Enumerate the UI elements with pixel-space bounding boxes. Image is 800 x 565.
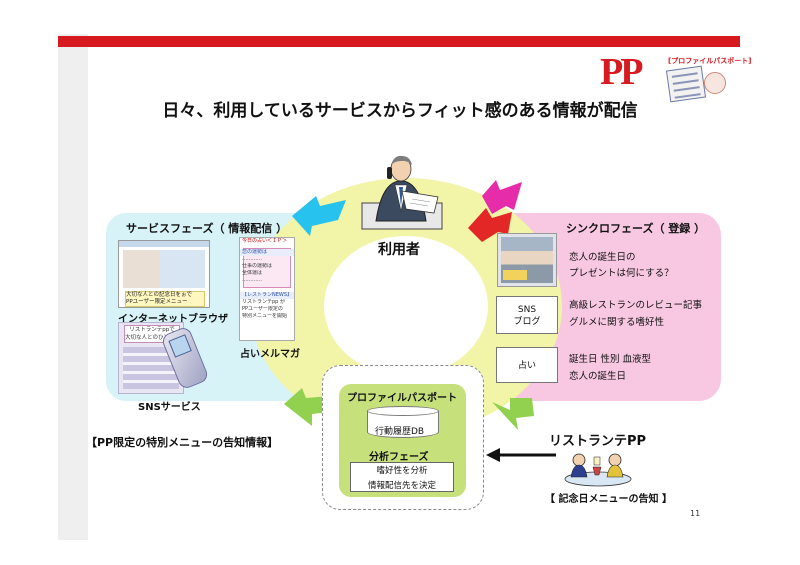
- sns-note-line: 大切な人とのひとときを: [125, 335, 186, 341]
- browser-caption-line: 大切な人との記念日をぉで: [126, 292, 192, 298]
- sync-row3-line: 恋人の誕生日: [569, 371, 627, 382]
- sns-blog-box: SNS ブログ: [496, 296, 558, 334]
- browser-screenshot: 大切な人との記念日をぉで PPユーザー限定メニュー: [118, 240, 210, 308]
- mag-line: PPユーザー限定の: [242, 306, 283, 312]
- user-label: 利用者: [378, 242, 420, 258]
- sync-photo: [497, 233, 557, 287]
- green-arrow-right-icon: [492, 398, 534, 430]
- sync-row2-line: グルメに関する嗜好性: [569, 317, 665, 328]
- page-number: 11: [690, 509, 701, 518]
- browser-label: インターネットブラウザ: [118, 314, 228, 325]
- user-businessman-icon: [361, 155, 443, 230]
- round-stamp-icon: [704, 72, 726, 94]
- analysis-line: 情報配信先を決定: [367, 481, 436, 491]
- mag-line: リストランテpp が: [242, 299, 285, 305]
- green-arrow-left-icon: [284, 388, 330, 426]
- top-red-bar: [58, 36, 740, 47]
- logo-subtitle: [プロファイルパスポート]: [668, 57, 752, 65]
- cyan-arrow-icon: [292, 196, 346, 236]
- analysis-phase-title: 分析フェーズ: [369, 452, 429, 463]
- sns-service-label: SNSサービス: [138, 402, 201, 413]
- fortune-box: 占い: [496, 347, 558, 383]
- sns-box-line: SNS: [517, 305, 537, 315]
- mag-line: …………: [242, 277, 262, 283]
- special-menu-notice: 【PP限定の特別メニューの告知情報】: [86, 436, 279, 449]
- database-icon: [367, 406, 439, 440]
- sync-row1-line: 恋人の誕生日の: [569, 252, 636, 263]
- sync-row2-line: 高級レストランのレビュー記事: [569, 300, 703, 311]
- sync-row3-line: 誕生日 性別 血液型: [569, 354, 652, 365]
- mag-line: 今日の占い＜ＩＰ＞: [242, 238, 288, 244]
- mag-line: …………: [242, 256, 262, 262]
- browser-caption-line: PPユーザー限定メニュー: [126, 299, 188, 305]
- page-title: 日々、利用しているサービスからフィット感のある情報が配信: [162, 101, 638, 121]
- red-arrow-icon: [468, 208, 512, 242]
- service-phase-title: サービスフェーズ（ 情報配信 ）: [126, 222, 288, 235]
- left-band: [58, 34, 88, 540]
- profile-passport-title: プロファイルパスポート: [347, 393, 457, 404]
- magenta-arrow-icon: [482, 180, 522, 214]
- mag-line: 【レストランNEWS】: [240, 292, 294, 299]
- logo-pp-text: PP: [600, 51, 643, 93]
- mag-line: 恋の運勢は: [240, 249, 294, 256]
- sync-row1-line: プレゼントは何にする？: [569, 268, 674, 279]
- mag-line: 特別メニューを開始: [242, 313, 288, 319]
- analysis-line: 嗜好性を分析: [376, 466, 428, 476]
- pp-logo: PP [プロファイルパスポート]: [600, 51, 751, 103]
- black-arrowhead-icon: [486, 448, 500, 462]
- anniversary-menu-notice: 【 記念日メニューの告知 】: [545, 494, 672, 505]
- sync-phase-title: シンクロフェーズ（ 登録 ）: [566, 222, 706, 235]
- analysis-box: 嗜好性を分析 情報配信先を決定: [350, 462, 454, 492]
- sns-box-line: ブログ: [513, 317, 541, 327]
- sns-note-line: リストランテppで: [129, 327, 175, 333]
- mail-magazine-screenshot: 今日の占い＜ＩＰ＞ 恋の運勢は ………… 仕事の運勢は 全体運は ………… 【レ…: [239, 237, 295, 341]
- browser-caption: 大切な人との記念日をぉで PPユーザー限定メニュー: [125, 291, 205, 307]
- mag-line: 全体運は: [242, 270, 263, 276]
- mag-line: 仕事の運勢は: [242, 263, 273, 269]
- dining-couple-icon: [564, 453, 632, 487]
- mail-magazine-label: 占いメルマガ: [240, 349, 300, 360]
- db-label: 行動履歴DB: [375, 427, 425, 437]
- restaurant-title: リストランテPP: [549, 434, 647, 449]
